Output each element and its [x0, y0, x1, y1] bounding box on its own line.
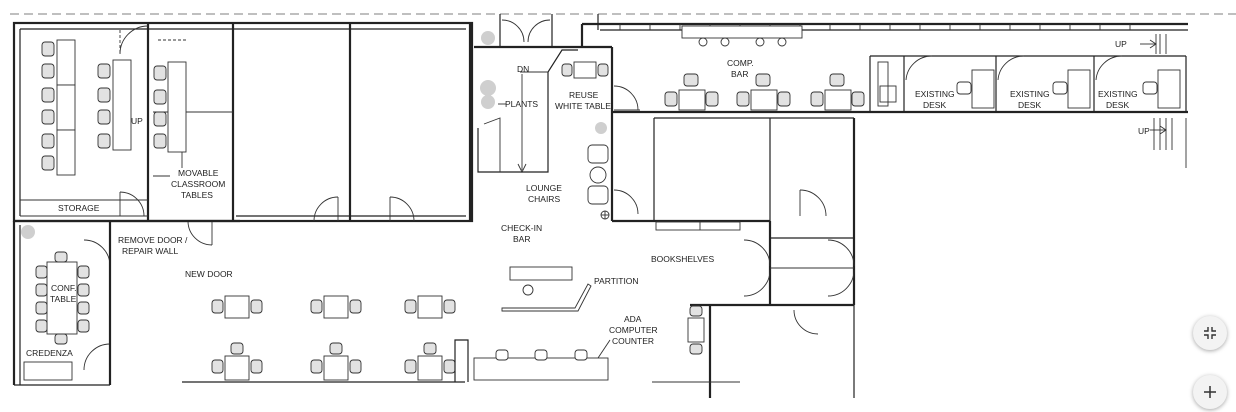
left-wing-walls	[12, 21, 474, 223]
label-storage: STORAGE	[58, 203, 100, 213]
label-conf-2: TABLE	[50, 294, 77, 304]
room-labels: STORAGE UP MOVABLE CLASSROOM TABLES REMO…	[26, 39, 1150, 358]
open-area-tables	[182, 295, 469, 383]
label-lounge-1: LOUNGE	[526, 183, 562, 193]
storage-furniture	[41, 39, 187, 176]
label-new-door: NEW DOOR	[185, 269, 233, 279]
label-existing-desk-b2: DESK	[1018, 100, 1041, 110]
label-checkin-2: BAR	[513, 234, 530, 244]
label-up-right-2: UP	[1138, 126, 1150, 136]
label-comp-2: BAR	[731, 69, 748, 79]
label-credenza: CREDENZA	[26, 348, 73, 358]
right-stairs	[1140, 34, 1187, 168]
label-bookshelves: BOOKSHELVES	[651, 254, 714, 264]
label-partition: PARTITION	[594, 276, 639, 286]
label-ada-2: COMPUTER	[609, 325, 658, 335]
label-checkin-1: CHECK-IN	[501, 223, 542, 233]
label-remove-door-1: REMOVE DOOR /	[118, 235, 188, 245]
label-up-right-1: UP	[1115, 39, 1127, 49]
label-remove-door-2: REPAIR WALL	[122, 246, 178, 256]
label-conf-1: CONF.	[51, 283, 77, 293]
label-ada-3: COUNTER	[612, 336, 654, 346]
label-existing-desk-a2: DESK	[923, 100, 946, 110]
check-in-bar	[501, 266, 592, 312]
label-lounge-2: CHAIRS	[528, 194, 560, 204]
label-existing-desk-a1: EXISTING	[915, 89, 955, 99]
collapse-icon	[1204, 327, 1216, 339]
right-wing-walls	[580, 14, 1188, 223]
label-existing-desk-c1: EXISTING	[1098, 89, 1138, 99]
lounge-area	[561, 47, 640, 221]
existing-desks	[877, 61, 1181, 109]
lower-right-rooms	[652, 221, 856, 398]
zoom-in-button[interactable]	[1193, 375, 1227, 409]
center-stair	[474, 14, 612, 174]
label-existing-desk-b1: EXISTING	[1010, 89, 1050, 99]
plus-icon	[1204, 386, 1216, 398]
comp-bar	[664, 25, 865, 111]
label-dn: DN	[517, 64, 529, 74]
label-existing-desk-c2: DESK	[1106, 100, 1129, 110]
label-up-left: UP	[131, 116, 143, 126]
label-ada-1: ADA	[624, 314, 642, 324]
label-comp-1: COMP.	[727, 58, 754, 68]
collapse-button[interactable]	[1193, 316, 1227, 350]
label-reuse-1: REUSE	[569, 90, 599, 100]
ada-counter	[473, 339, 611, 381]
label-plants: PLANTS	[505, 99, 538, 109]
label-reuse-2: WHITE TABLE	[555, 101, 611, 111]
conference-room	[12, 219, 240, 386]
label-movable-2: CLASSROOM	[171, 179, 225, 189]
label-movable-3: TABLES	[181, 190, 213, 200]
label-movable-1: MOVABLE	[178, 168, 219, 178]
